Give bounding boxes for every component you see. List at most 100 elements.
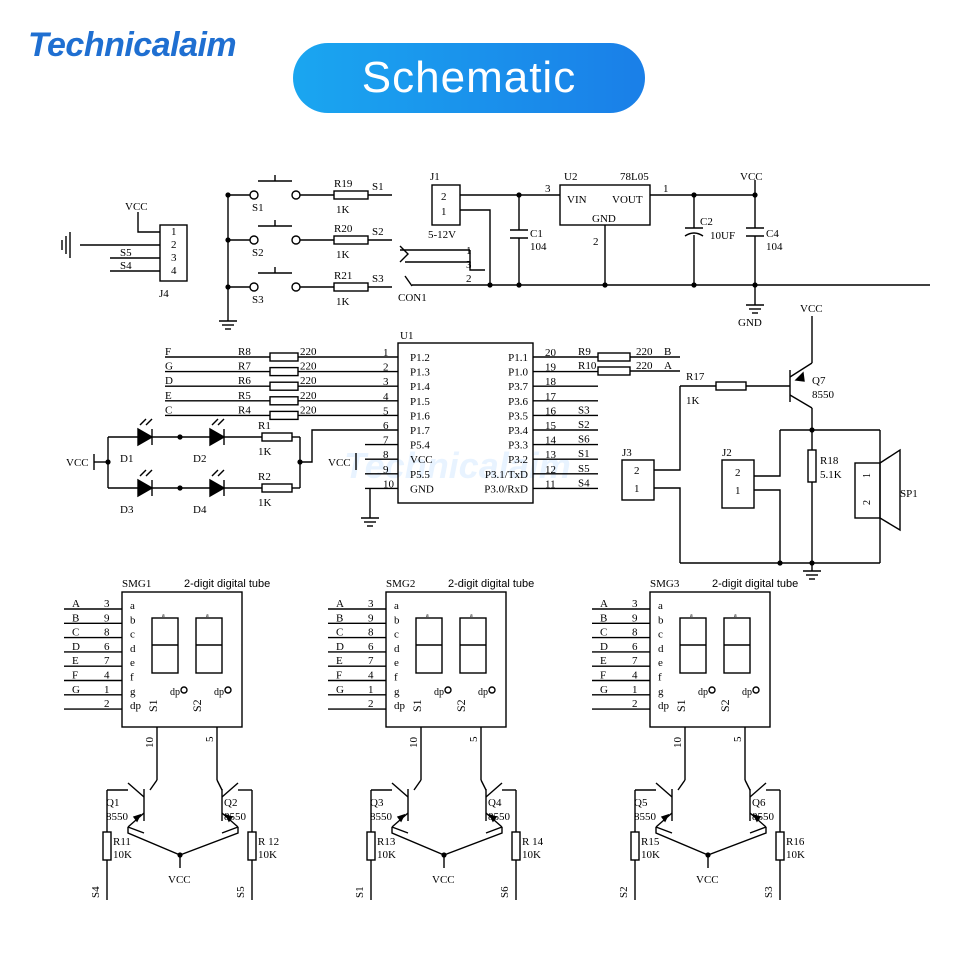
segment-letter: a <box>658 600 663 612</box>
pin-number: 8 <box>368 627 374 639</box>
mcu-pin-name: P1.4 <box>410 381 430 393</box>
mcu-pin-name: P3.7 <box>508 381 528 393</box>
resistor-value: 220 <box>636 360 653 372</box>
segment-net-label: F <box>72 670 78 682</box>
junction-dot <box>105 459 111 465</box>
segment-letter: e <box>394 657 399 669</box>
segment-net-label: F <box>165 346 171 358</box>
segment-letter: c <box>394 629 399 641</box>
segment-net-label: E <box>72 655 79 667</box>
digit-select-label: S1 <box>410 699 424 712</box>
segment-letter: b <box>658 614 664 626</box>
digit-dp <box>444 686 452 694</box>
led-ray <box>217 469 225 477</box>
junction-dot <box>691 282 697 288</box>
pin-number: 5 <box>468 736 480 742</box>
junction-dot <box>225 192 231 198</box>
resistor-label: R9 <box>578 346 591 358</box>
junction-dot <box>516 282 522 288</box>
resistor-label: R2 <box>258 471 271 483</box>
wire <box>744 779 751 791</box>
segment-letter: dp <box>130 700 142 712</box>
led-label: D3 <box>120 504 134 516</box>
segment-letter: f <box>394 672 398 684</box>
u2-vout: VOUT <box>612 194 643 206</box>
resistor-value: 220 <box>300 375 317 387</box>
pin-number: 3 <box>104 598 110 610</box>
j4-connector <box>159 224 188 282</box>
switch-contact <box>249 282 259 292</box>
mcu-pin-name: P3.6 <box>508 396 528 408</box>
badge-label: Schematic <box>361 53 577 102</box>
transistor-arrow <box>396 813 406 823</box>
resistor-value: 1K <box>686 395 700 407</box>
segment-letter: b <box>130 614 136 626</box>
pin-number: 1 <box>368 684 374 696</box>
pin-number: 10 <box>144 737 156 749</box>
pin-number: 6 <box>368 641 374 653</box>
resistor-label: R7 <box>238 361 251 373</box>
wire <box>655 827 767 856</box>
segment-letter: g <box>658 686 664 698</box>
segment-letter: b <box>394 614 400 626</box>
module-subtitle: 2-digit digital tube <box>184 578 270 590</box>
resistor-label: R21 <box>334 270 352 282</box>
mcu-pin-name: P1.1 <box>508 352 528 364</box>
pin-number: 1 <box>735 485 741 497</box>
transistor-arrow <box>488 813 498 823</box>
switch-contact <box>249 235 259 245</box>
mcu-pin-number: 4 <box>383 391 389 403</box>
resistor-value: 1K <box>258 497 272 509</box>
segment-letter: e <box>130 657 135 669</box>
mcu-pin-number: 1 <box>383 347 389 359</box>
pin-number: 6 <box>632 641 638 653</box>
wire <box>480 779 487 791</box>
junction-dot <box>691 192 697 198</box>
digit-seg: a <box>206 613 209 619</box>
j4-label: J4 <box>159 288 169 300</box>
vcc-label: VCC <box>696 874 719 886</box>
j4-vcc-label: VCC <box>125 201 148 213</box>
sp1-speaker <box>854 462 881 519</box>
j3-connector <box>621 459 655 501</box>
pin-number: 9 <box>104 612 110 624</box>
pin-number: 2 <box>368 698 374 710</box>
transistor-label: Q6 <box>752 797 766 809</box>
con1-jack <box>399 245 409 263</box>
j2-connector <box>721 459 755 509</box>
j4-pin-number: 4 <box>171 265 177 277</box>
transistor-part: 8550 <box>224 811 247 823</box>
pin-number: 6 <box>104 641 110 653</box>
transistor-leg <box>391 782 409 798</box>
junction-dot <box>809 560 815 566</box>
resistor-value: 10K <box>113 849 132 861</box>
wire <box>749 826 767 834</box>
j4-pin-number: 2 <box>171 239 177 251</box>
junction-dot <box>177 434 183 440</box>
digit-seg: a <box>734 613 737 619</box>
segment-net-label: E <box>165 390 172 402</box>
wire <box>216 779 223 791</box>
resistor-value: 220 <box>300 361 317 373</box>
wire <box>789 362 813 378</box>
seven-seg-module <box>385 591 507 728</box>
q7-part: 8550 <box>812 389 835 401</box>
digit-dp <box>488 686 496 694</box>
net-label: S3 <box>372 273 384 285</box>
j1-voltage: 5-12V <box>428 229 456 241</box>
resistor-value: 10K <box>377 849 396 861</box>
resistor-value: 10K <box>522 849 541 861</box>
segment-resistor <box>269 396 299 406</box>
digit-seg: a <box>470 613 473 619</box>
segment-resistor <box>269 381 299 391</box>
digit-select-label: S2 <box>718 699 732 712</box>
mcu-pin-name: P1.2 <box>410 352 430 364</box>
u2-label: U2 <box>564 171 577 183</box>
transistor-label: Q4 <box>488 797 502 809</box>
vcc-label: VCC <box>66 457 89 469</box>
switch-label: S3 <box>252 294 264 306</box>
pin-number: 1 <box>634 483 640 495</box>
net-label: S1 <box>372 181 384 193</box>
resistor-value: 1K <box>336 249 350 261</box>
pin-number: 8 <box>632 627 638 639</box>
